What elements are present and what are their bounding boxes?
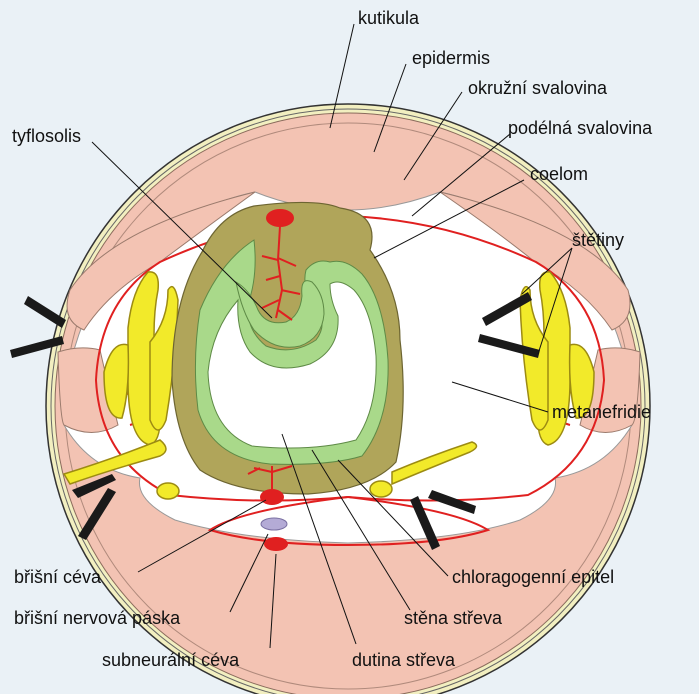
label-stena-streva: stěna střeva — [404, 608, 503, 628]
ventral-blood-vessel — [260, 489, 284, 505]
label-brisni-ceva: břišní céva — [14, 567, 102, 587]
label-metanefridie: metanefridie — [552, 402, 651, 422]
label-tyflosolis: tyflosolis — [12, 126, 81, 146]
subneural-blood-vessel — [264, 537, 288, 551]
label-brisni-nervova-paska: břišní nervová páska — [14, 608, 181, 628]
label-stetiny: štětiny — [572, 230, 624, 250]
label-coelom: coelom — [530, 164, 588, 184]
label-okruzni-svalovina: okružní svalovina — [468, 78, 608, 98]
dorsal-vessel — [266, 209, 294, 227]
label-epidermis: epidermis — [412, 48, 490, 68]
label-subneuralni-ceva: subneurální céva — [102, 650, 240, 670]
label-podelna-svalovina: podélná svalovina — [508, 118, 653, 138]
label-kutikula: kutikula — [358, 8, 420, 28]
label-dutina-streva: dutina střeva — [352, 650, 456, 670]
label-chloragogenni-epitel: chloragogenní epitel — [452, 567, 614, 587]
ventral-nerve-cord — [261, 518, 287, 530]
